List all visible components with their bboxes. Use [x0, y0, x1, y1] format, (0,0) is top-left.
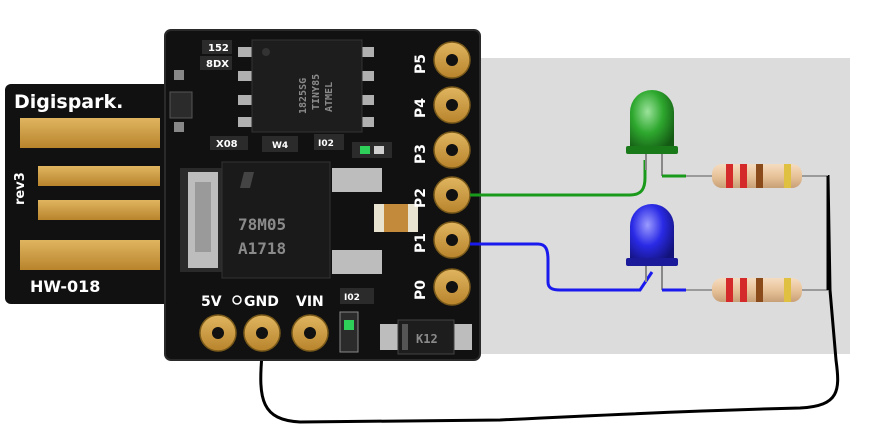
- power-label-vin: VIN: [296, 294, 324, 310]
- usb-connector: [20, 118, 160, 270]
- part-code-w4: W4: [272, 141, 288, 151]
- power-pads: [199, 314, 329, 352]
- brand-label: Digispark.: [14, 91, 123, 113]
- diode: K12: [380, 319, 472, 355]
- chip-line-1: ATMEL: [324, 82, 335, 112]
- capacitor: [374, 204, 418, 232]
- pin-label-p2: P2: [413, 188, 429, 208]
- part-code-x08: X08: [216, 139, 238, 150]
- part-code-i02-bottom: I02: [344, 293, 360, 303]
- usb-contact: [20, 240, 160, 270]
- power-label-gnd: GND: [244, 294, 279, 310]
- usb-contact: [20, 118, 160, 148]
- part-code-152: 152: [208, 43, 229, 54]
- resistor-top: [686, 164, 828, 188]
- model-label: HW-018: [30, 277, 100, 296]
- ground-wire: [259, 174, 840, 424]
- part-code-i02-top: I02: [318, 139, 334, 149]
- revision-label: rev3: [13, 172, 28, 205]
- green-wire: [470, 160, 647, 197]
- power-label-5v: 5V: [201, 294, 222, 310]
- usb-contact: [38, 200, 160, 220]
- usb-contact: [38, 166, 160, 186]
- resistor-bottom: [686, 278, 828, 302]
- blue-led: [626, 204, 686, 292]
- pin-header: [433, 41, 471, 306]
- power-led: [360, 146, 370, 154]
- regulator-line-2: A1718: [238, 239, 286, 258]
- attiny85-chip: ATMEL TINY85 1825SG: [238, 39, 374, 133]
- voltage-regulator: 78M05 A1718: [180, 161, 382, 279]
- pin-label-p3: P3: [413, 144, 429, 164]
- chip-line-2: TINY85: [311, 74, 322, 110]
- regulator-line-1: 78M05: [238, 215, 286, 234]
- pin-label-p1: P1: [413, 233, 429, 253]
- pin-label-p0: P0: [413, 280, 429, 300]
- blue-wire: [470, 242, 654, 292]
- pin-label-p4: P4: [413, 98, 429, 118]
- green-led: [626, 90, 686, 178]
- part-code-8dx: 8DX: [206, 59, 229, 70]
- chip-line-3: 1825SG: [298, 78, 309, 114]
- diode-code: K12: [416, 332, 438, 346]
- pin-label-p5: P5: [413, 54, 429, 74]
